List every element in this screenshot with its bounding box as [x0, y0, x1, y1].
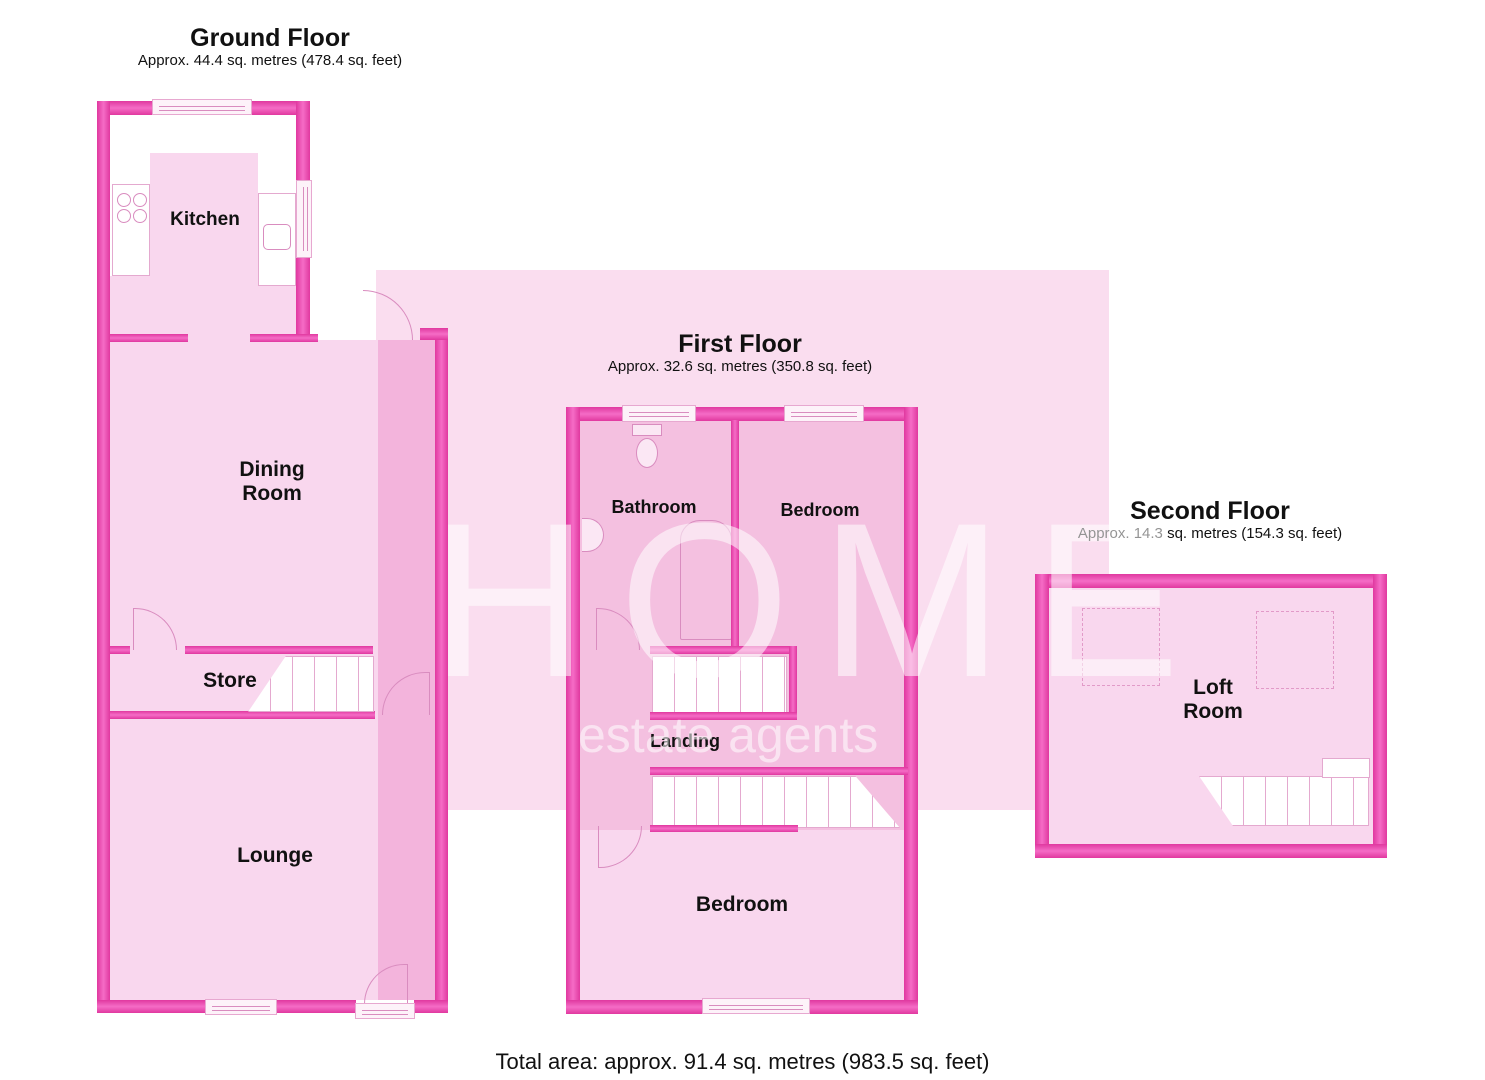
first-floor-heading: First Floor Approx. 32.6 sq. metres (350… — [570, 330, 910, 376]
wall — [1035, 574, 1387, 588]
room-label-bathroom: Bathroom — [611, 497, 697, 517]
watermark-tagline: estate agents — [578, 707, 879, 763]
second-floor-title: Second Floor — [1130, 497, 1290, 525]
entrance-threshold — [355, 1003, 415, 1019]
second-floor-area: Approx. 14.3 sq. metres (154.3 sq. feet) — [1077, 525, 1343, 542]
wall — [1035, 844, 1387, 858]
staircase — [652, 656, 787, 714]
ground-floor-title: Ground Floor — [190, 24, 350, 52]
bedroom-large — [580, 830, 904, 1001]
first-floor-title: First Floor — [678, 330, 802, 358]
hob-ring-icon — [117, 193, 131, 207]
wall — [566, 407, 580, 1014]
room-label-dining-room: Dining Room — [239, 458, 305, 505]
wall — [185, 646, 373, 654]
skylight — [1082, 608, 1160, 686]
wall — [110, 334, 188, 342]
wall — [731, 420, 739, 648]
staircase-landing — [1322, 758, 1370, 778]
second-floor-heading: Second Floor Approx. 14.3 sq. metres (15… — [1040, 497, 1380, 543]
ground-floor-heading: Ground Floor Approx. 44.4 sq. metres (47… — [100, 24, 440, 70]
wall — [420, 328, 448, 340]
toilet-icon — [632, 424, 662, 470]
first-floor-area: Approx. 32.6 sq. metres (350.8 sq. feet) — [607, 358, 873, 375]
wall — [110, 646, 130, 654]
wall — [276, 1000, 356, 1013]
room-label-bedroom-small: Bedroom — [780, 500, 860, 520]
ground-floor-area: Approx. 44.4 sq. metres (478.4 sq. feet) — [137, 52, 403, 69]
room-label-kitchen: Kitchen — [170, 209, 240, 230]
room-label-store: Store — [203, 669, 257, 692]
window — [152, 99, 252, 115]
wall — [904, 407, 918, 1014]
room-label-loft-room: Loft Room — [1183, 676, 1243, 723]
wall — [250, 334, 318, 342]
total-area: Total area: approx. 91.4 sq. metres (983… — [495, 1049, 990, 1074]
wall — [1035, 574, 1049, 858]
wall — [650, 825, 798, 832]
kitchen-lower-floor — [110, 276, 296, 340]
window — [784, 405, 864, 422]
wall — [650, 712, 797, 720]
sink-unit — [258, 193, 296, 286]
window — [622, 405, 696, 422]
wall — [414, 1000, 448, 1013]
hob-ring-icon — [133, 193, 147, 207]
wall — [566, 407, 918, 421]
window — [205, 999, 277, 1015]
wall — [1373, 574, 1387, 858]
window — [296, 180, 312, 258]
wall — [97, 101, 110, 1013]
hob-ring-icon — [133, 209, 147, 223]
window — [702, 998, 810, 1014]
wall — [789, 646, 797, 718]
hob-ring-icon — [117, 209, 131, 223]
wall — [110, 711, 375, 719]
hob-unit — [112, 184, 150, 276]
wall — [97, 1000, 207, 1013]
hallway — [378, 340, 435, 1000]
room-label-lounge: Lounge — [237, 844, 313, 867]
wall — [435, 328, 448, 1013]
room-label-landing: Landing — [650, 731, 720, 751]
sink-icon — [263, 224, 291, 250]
wall — [650, 646, 797, 654]
room-label-bedroom-large: Bedroom — [695, 893, 789, 916]
skylight — [1256, 611, 1334, 689]
wall — [650, 767, 908, 775]
watermark-brand: HOME — [430, 477, 1210, 723]
staircase — [1199, 776, 1369, 826]
